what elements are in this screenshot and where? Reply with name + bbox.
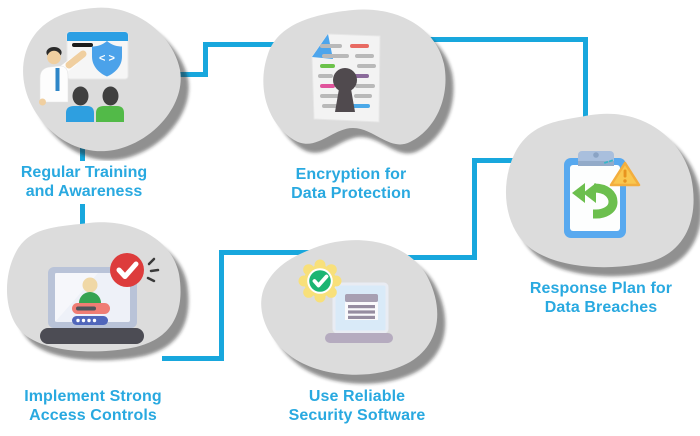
connector-software-response-horizontal bbox=[358, 255, 477, 260]
presenter-arm bbox=[65, 50, 87, 69]
app-window-header bbox=[345, 294, 378, 302]
connector-software-response-riser bbox=[472, 158, 477, 260]
password-dot bbox=[81, 318, 86, 323]
label-response: Response Plan for Data Breaches bbox=[511, 280, 691, 317]
laptop-login-icon bbox=[40, 253, 160, 344]
presentation-board-header bbox=[67, 32, 128, 41]
presenter-body bbox=[39, 65, 69, 103]
emphasis-mark bbox=[146, 276, 156, 283]
clip-dash bbox=[603, 160, 609, 164]
emphasis-mark bbox=[147, 257, 156, 266]
label-software-line2: Security Software bbox=[288, 406, 426, 424]
connector-access-software-riser bbox=[219, 252, 224, 361]
code-shield-icon bbox=[92, 41, 122, 77]
label-response-line1: Response Plan for bbox=[529, 280, 673, 297]
board-title-line bbox=[72, 43, 93, 47]
doc-line bbox=[355, 84, 375, 88]
password-dot bbox=[92, 318, 97, 323]
password-dot bbox=[87, 318, 91, 323]
keyhole-icon bbox=[333, 68, 357, 92]
avatar-head bbox=[82, 277, 98, 293]
label-training-line1: Regular Training bbox=[20, 164, 148, 181]
label-training-line2: and Awareness bbox=[25, 182, 143, 200]
label-access-line1: Implement Strong bbox=[24, 388, 162, 405]
label-box-training: Regular Training and Awareness bbox=[6, 161, 162, 204]
badge-check-icon bbox=[312, 274, 329, 288]
undo-arrow-curve bbox=[593, 183, 618, 219]
connector-training-encryption-riser bbox=[203, 42, 208, 77]
label-encryption: Encryption for Data Protection bbox=[261, 166, 441, 203]
laptop-base bbox=[325, 333, 393, 343]
doc-line bbox=[355, 54, 374, 58]
laptop-verified-icon bbox=[298, 259, 393, 343]
laptop-base bbox=[40, 328, 144, 344]
audience-head-left bbox=[72, 86, 89, 106]
clip-dash bbox=[608, 159, 614, 163]
label-response-line2: Data Breaches bbox=[544, 298, 658, 316]
doc-line bbox=[322, 104, 339, 108]
doc-line bbox=[318, 74, 333, 78]
clipboard-clip-stripe bbox=[578, 161, 614, 166]
app-window-line bbox=[348, 310, 375, 314]
presenter-face bbox=[47, 50, 61, 65]
verified-badge bbox=[110, 253, 144, 287]
connector-training-encryption-stub bbox=[178, 72, 208, 77]
label-access: Implement Strong Access Controls bbox=[3, 388, 183, 425]
emphasis-mark bbox=[149, 268, 160, 273]
security-badge bbox=[298, 259, 342, 303]
clipboard-alert-icon bbox=[564, 151, 641, 238]
doc-line-pink bbox=[320, 84, 335, 88]
keyhole-tail bbox=[335, 86, 355, 112]
doc-line-blue bbox=[349, 104, 370, 108]
label-software: Use Reliable Security Software bbox=[267, 388, 447, 425]
connector-access-software-horizontal bbox=[219, 250, 365, 255]
doc-line bbox=[357, 64, 376, 68]
label-software-line1: Use Reliable bbox=[308, 388, 406, 405]
encrypted-document-icon bbox=[311, 33, 381, 123]
undo-arrow-chevron-inner bbox=[583, 183, 596, 203]
avatar-body bbox=[79, 292, 101, 303]
warning-exclamation-bar bbox=[623, 169, 627, 178]
label-encryption-line2: Data Protection bbox=[291, 184, 411, 202]
label-encryption-line1: Encryption for bbox=[295, 166, 407, 183]
doc-line bbox=[320, 44, 342, 48]
verified-check-icon bbox=[116, 261, 139, 279]
audience-body-right bbox=[96, 106, 124, 122]
app-window-line bbox=[348, 315, 375, 319]
label-access-line2: Access Controls bbox=[29, 406, 157, 424]
connector-encryption-response-top bbox=[357, 37, 588, 42]
doc-line-green bbox=[320, 64, 335, 68]
password-dot bbox=[76, 318, 80, 323]
connector-encryption-response-drop bbox=[583, 37, 588, 121]
audience-body-left bbox=[66, 106, 94, 122]
warning-exclamation-dot bbox=[623, 179, 627, 183]
app-window-line bbox=[348, 305, 375, 309]
presenter-hand bbox=[39, 98, 46, 106]
shield-code-glyph: < > bbox=[99, 53, 115, 65]
trainer-presentation-icon: < > bbox=[39, 31, 129, 122]
connector-access-software-stub bbox=[162, 356, 224, 361]
doc-line bbox=[322, 54, 349, 58]
presenter-tie bbox=[55, 68, 60, 91]
undo-arrow-chevron-outer bbox=[572, 183, 585, 203]
username-text-bar bbox=[76, 306, 96, 311]
connector-software-response-stub bbox=[472, 158, 520, 163]
clipboard-clip-hole bbox=[593, 152, 599, 158]
doc-line-red bbox=[350, 44, 369, 48]
doc-line bbox=[354, 94, 372, 98]
audience-head-right bbox=[102, 86, 119, 106]
